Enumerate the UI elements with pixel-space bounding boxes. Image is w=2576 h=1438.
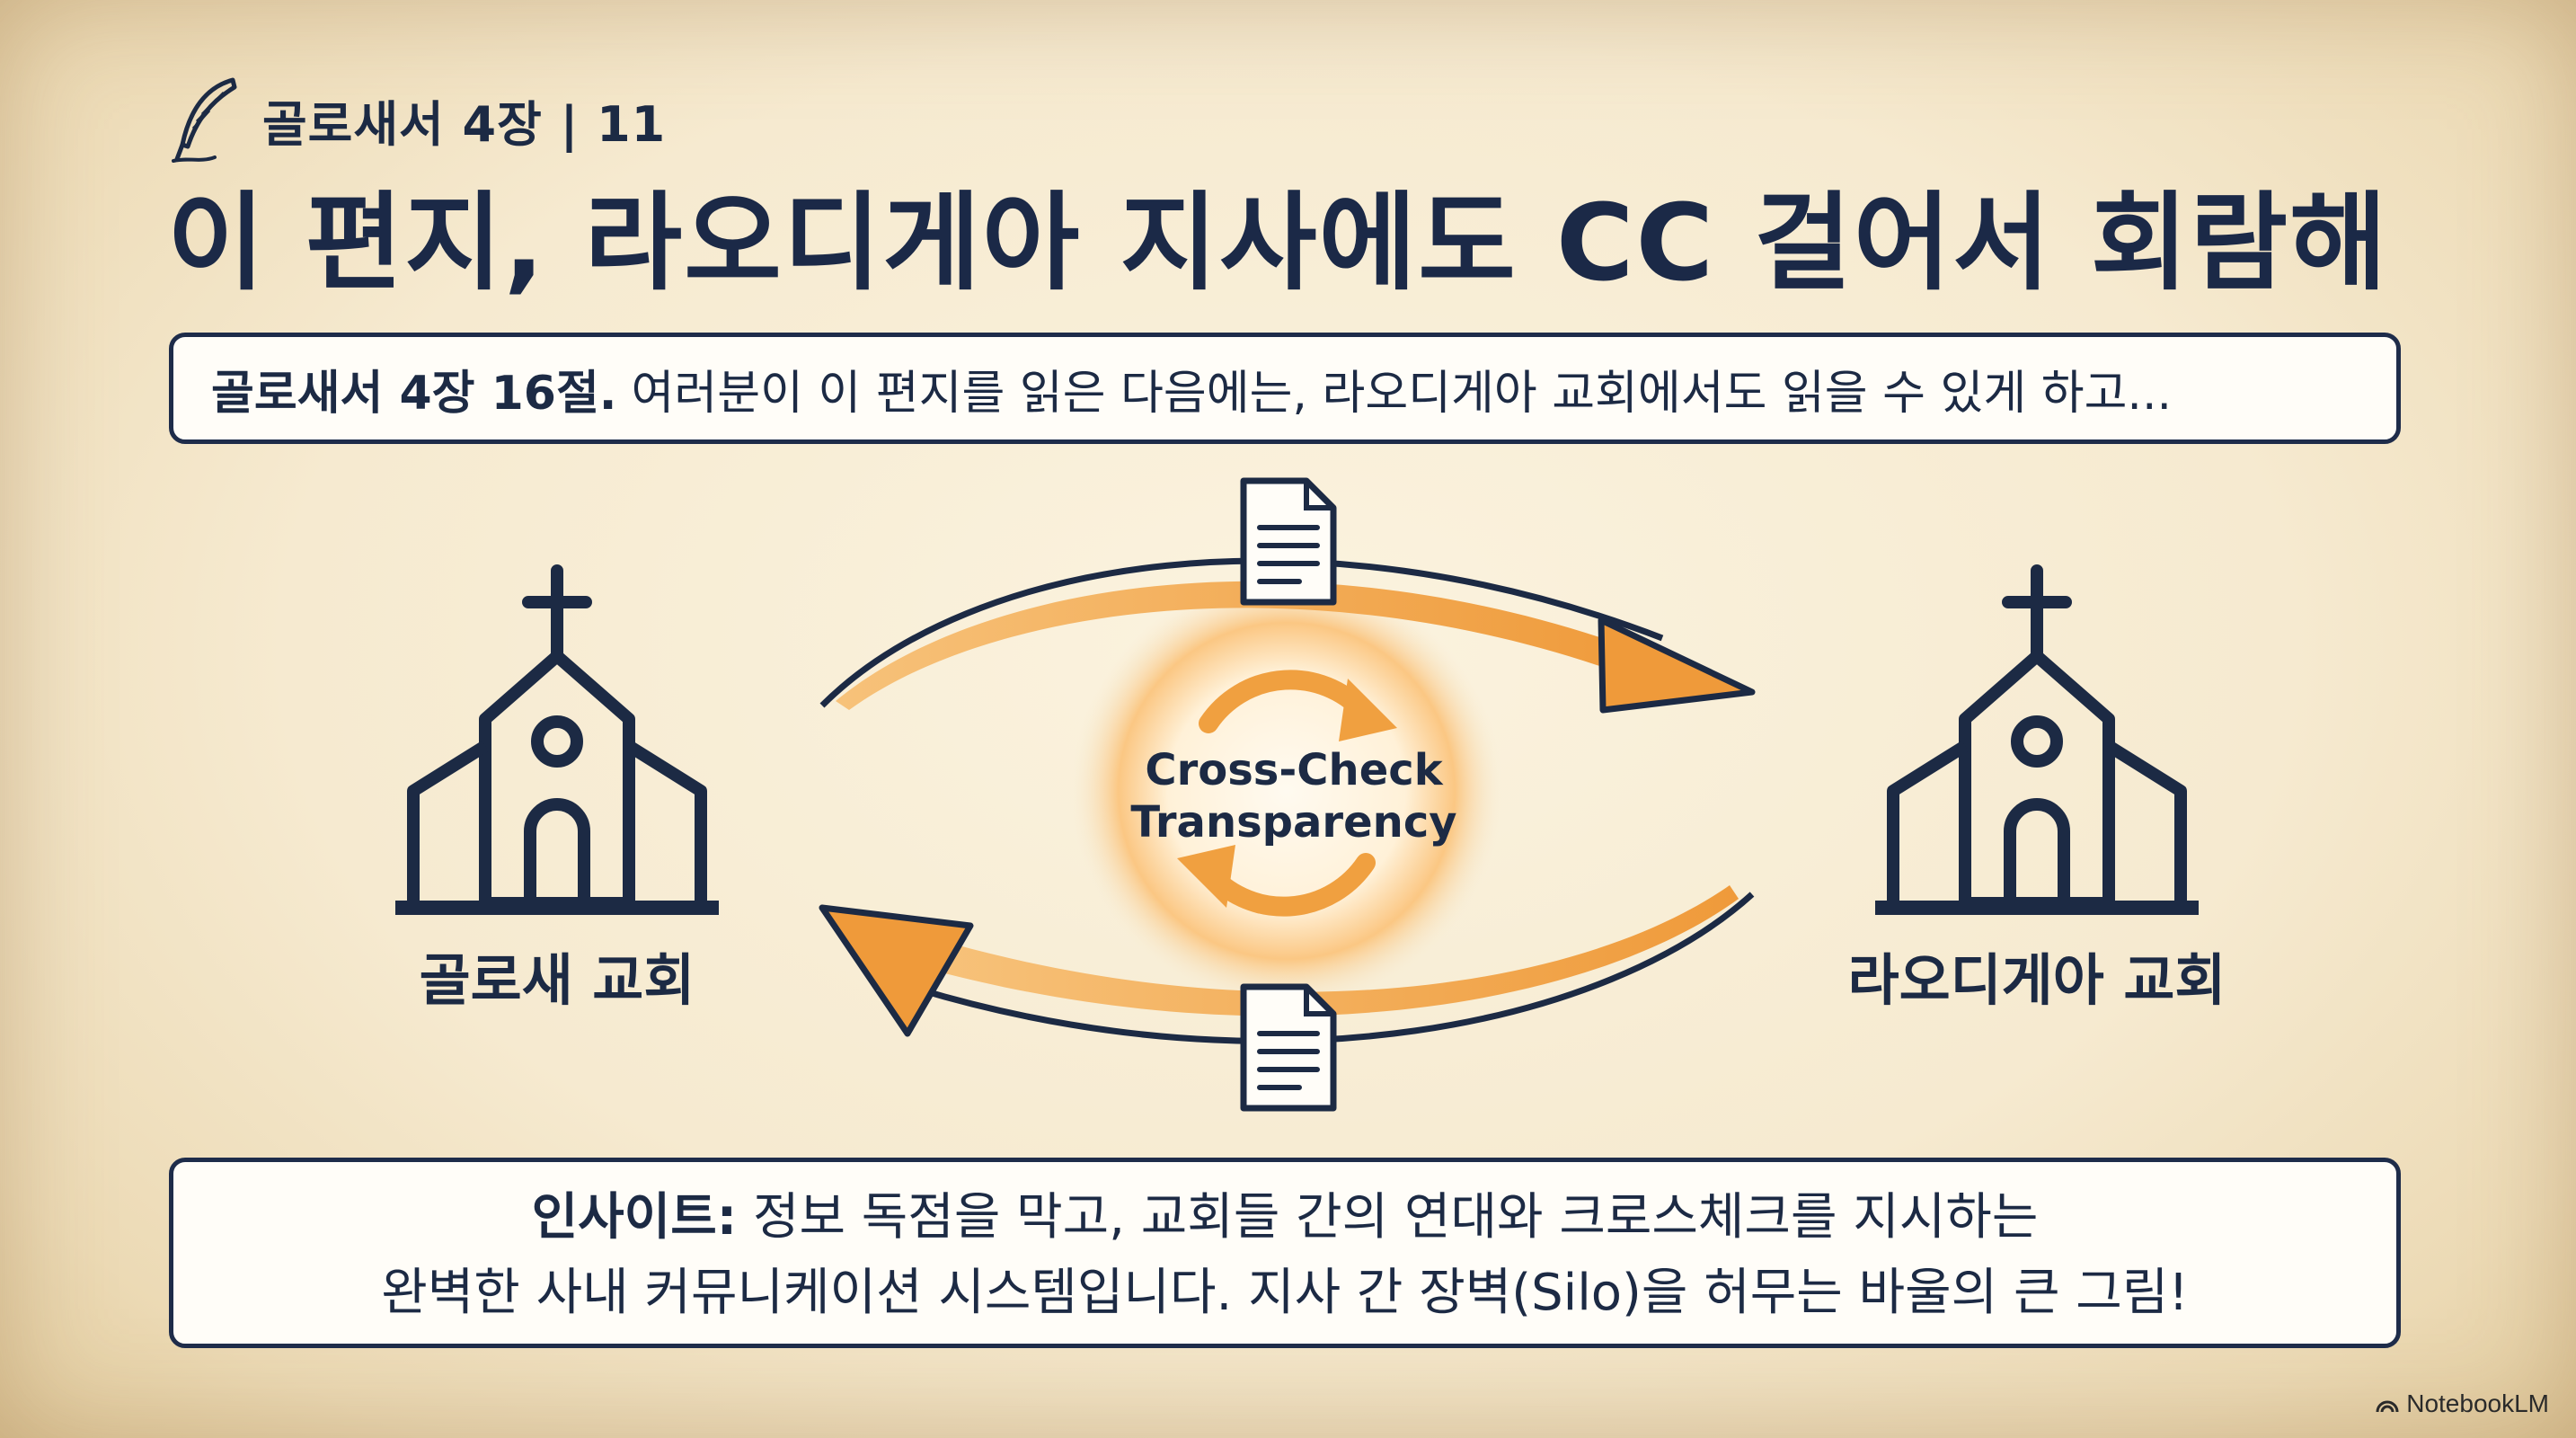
cross-check-label: Cross-Check Transparency bbox=[1105, 744, 1483, 848]
slide-title: 이 편지, 라오디게아 지사에도 CC 걸어서 회람해 bbox=[167, 181, 2389, 305]
church-icon-laodicea bbox=[1875, 564, 2199, 915]
insight-label: 인사이트: bbox=[531, 1188, 738, 1247]
document-icon-bottom bbox=[1240, 983, 1337, 1112]
center-label-line2: Transparency bbox=[1130, 797, 1457, 848]
verse-text: 여러분이 이 편지를 읽은 다음에는, 라오디게아 교회에서도 읽을 수 있게 … bbox=[631, 366, 2172, 421]
verse-box: 골로새서 4장 16절. 여러분이 이 편지를 읽은 다음에는, 라오디게아 교… bbox=[169, 333, 2401, 444]
arrow-to-colossae bbox=[819, 885, 1755, 1044]
insight-text-2: 완벽한 사내 커뮤니케이션 시스템입니다. 지사 간 장벽(Silo)을 허무는… bbox=[381, 1264, 2189, 1322]
laodicea-church-label: 라오디게아 교회 bbox=[1847, 947, 2226, 1013]
chapter-label: 골로새서 4장 | 11 bbox=[262, 95, 667, 153]
insight-box: 인사이트: 정보 독점을 막고, 교회들 간의 연대와 크로스체크를 지시하는 … bbox=[169, 1158, 2401, 1348]
church-icon-colossae bbox=[395, 564, 719, 915]
slide-header: 골로새서 4장 | 11 bbox=[169, 70, 666, 169]
insight-line-1: 인사이트: 정보 독점을 막고, 교회들 간의 연대와 크로스체크를 지시하는 bbox=[173, 1180, 2396, 1256]
center-label-line1: Cross-Check bbox=[1145, 745, 1443, 795]
colossae-church-label: 골로새 교회 bbox=[419, 947, 695, 1013]
notebooklm-watermark: NotebookLM bbox=[2376, 1389, 2549, 1418]
notebooklm-logo-icon bbox=[2376, 1400, 2399, 1413]
center-glow bbox=[1071, 575, 1502, 1007]
insight-text-1: 정보 독점을 막고, 교회들 간의 연대와 크로스체크를 지시하는 bbox=[752, 1188, 2039, 1247]
quill-icon bbox=[172, 77, 237, 163]
document-icon-top bbox=[1240, 477, 1337, 606]
watermark-text: NotebookLM bbox=[2406, 1389, 2549, 1417]
cycle-icon bbox=[1177, 670, 1397, 917]
arrow-to-laodicea bbox=[819, 557, 1756, 714]
verse-reference: 골로새서 4장 16절. bbox=[211, 366, 617, 421]
